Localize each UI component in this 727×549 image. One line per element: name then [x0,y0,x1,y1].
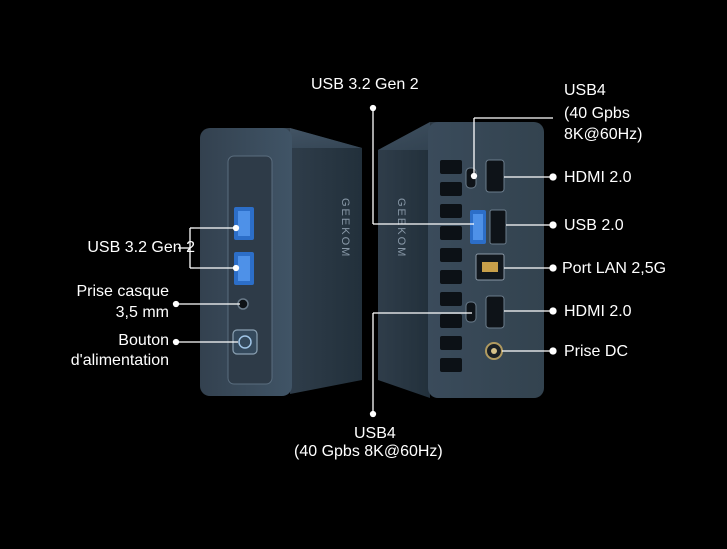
label-lan: Port LAN 2,5G [562,260,667,277]
hdmi-port-top [485,159,505,193]
label-usb4-bottom-2: (40 Gpbs 8K@60Hz) [294,443,443,460]
hdmi-port-bottom [485,295,505,329]
label-usb4-1: USB4 [564,82,606,99]
callout-lines [172,104,557,418]
label-headphone-1: Prise casque [76,283,170,300]
label-headphone-2: 3,5 mm [115,304,169,321]
label-usb4-bottom-1: USB4 [354,425,396,442]
usb20-port [489,209,507,245]
usb4-port-bottom [465,301,477,323]
label-usb4-3: 8K@60Hz) [564,126,643,143]
label-hdmi-bottom: HDMI 2.0 [564,303,632,320]
brand-text-right: GEEKOM [395,198,407,258]
label-hdmi-top: HDMI 2.0 [564,169,632,186]
power-icon [238,335,252,349]
brand-text-left: GEEKOM [339,198,351,258]
label-power-1: Bouton [118,332,169,349]
label-usb20: USB 2.0 [564,217,624,234]
front-unit: GEEKOM [200,128,362,396]
label-power-2: d'alimentation [70,352,169,369]
label-usb4-2: (40 Gpbs [564,105,630,122]
label-dc: Prise DC [564,343,629,360]
label-usb32-front: USB 3.2 Gen 2 [87,239,195,256]
rear-unit: GEEKOM [378,122,544,398]
label-usb32-rear: USB 3.2 Gen 2 [311,76,419,93]
